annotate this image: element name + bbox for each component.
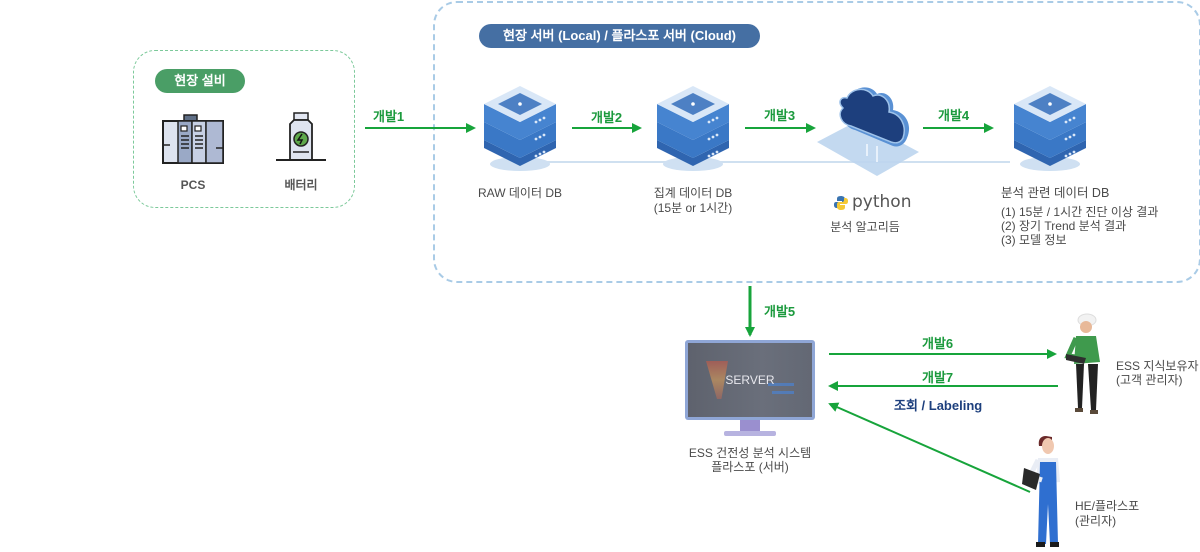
worker-overalls-icon (1022, 436, 1060, 547)
platform-label-line1: ESS 건전성 분석 시스템 (688, 446, 812, 460)
monitor-screen: SERVER (688, 343, 812, 417)
monitor-base (724, 431, 776, 436)
arrow-dev7-label: 개발7 (922, 370, 954, 385)
pcs-label: PCS (180, 178, 206, 192)
arrow-dev6-label: 개발6 (922, 336, 954, 351)
database-server-icon (657, 86, 729, 171)
analysis-db-detail-1: (1) 15분 / 1시간 진단 이상 결과 (1001, 205, 1159, 219)
arrow-dev1-label: 개발1 (373, 109, 405, 124)
pcs-cabinet-icon (162, 114, 224, 164)
arrow-dev4-label: 개발4 (938, 108, 970, 123)
battery-icon (276, 112, 326, 161)
field-equipment-badge: 현장 설비 (155, 69, 245, 93)
network-baseline (540, 161, 1010, 163)
server-group-badge: 현장 서버 (Local) / 플라스포 서버 (Cloud) (479, 24, 760, 48)
actor-admin-line1: HE/플라스포 (1075, 499, 1140, 513)
python-logo-icon (834, 196, 848, 210)
arrow-admin (828, 402, 1031, 493)
analysis-db-label: 분석 관련 데이터 DB (1001, 186, 1110, 200)
actor-customer-line1: ESS 지식보유자 (1116, 359, 1199, 373)
arrow-dev3-label: 개발3 (764, 108, 796, 123)
aggregate-db-label: 집계 데이터 DB (653, 186, 733, 200)
platform-label-line2: 플라스포 (서버) (711, 460, 789, 474)
raw-db-label: RAW 데이터 DB (477, 186, 562, 200)
engineer-hardhat-icon (1064, 313, 1100, 414)
database-server-icon (484, 86, 556, 171)
actor-admin-line2: (관리자) (1075, 514, 1117, 528)
python-logo-text: python (852, 192, 912, 212)
server-monitor: SERVER (685, 340, 815, 420)
monitor-screen-text: SERVER (725, 373, 775, 387)
analysis-algorithm-label: 분석 알고리듬 (830, 220, 900, 234)
arrow-dev5-label: 개발5 (764, 304, 796, 319)
arrow-dev2-label: 개발2 (591, 110, 623, 125)
battery-label: 배터리 (284, 178, 318, 192)
analysis-db-detail-3: (3) 모델 정보 (1001, 233, 1067, 247)
field-equipment-group (133, 50, 355, 208)
aggregate-db-sublabel: (15분 or 1시간) (653, 201, 733, 215)
monitor-stand (740, 420, 760, 432)
cloud-icon (817, 87, 919, 176)
database-server-icon (1014, 86, 1086, 171)
labeling-caption: 조회 / Labeling (894, 398, 983, 413)
analysis-db-detail-2: (2) 장기 Trend 분석 결과 (1001, 219, 1127, 233)
actor-customer-line2: (고객 관리자) (1116, 373, 1183, 387)
